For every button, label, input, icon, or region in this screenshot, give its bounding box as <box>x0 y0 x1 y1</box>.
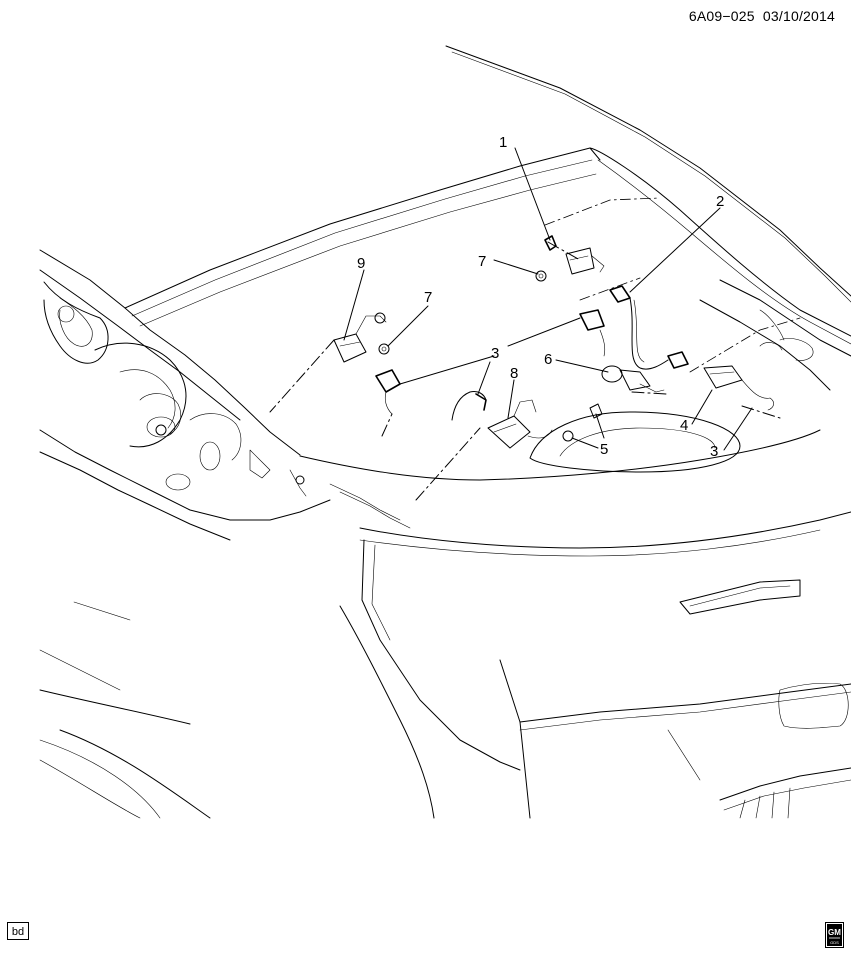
vehicle-body-linework <box>39 45 851 819</box>
callout-6: 6 <box>544 351 552 368</box>
callouts: 1 2 3 3 4 5 6 7 7 8 9 <box>357 134 724 460</box>
gm-logo-text: GM <box>828 928 841 937</box>
component-3-connector-left <box>375 369 401 415</box>
callout-9: 9 <box>357 255 365 272</box>
diagram-date: 03/10/2014 <box>762 8 835 24</box>
callout-3-right: 3 <box>710 443 718 460</box>
component-7-nut-upper <box>535 270 547 282</box>
component-9-latch <box>333 312 387 363</box>
component-5-bolt <box>589 403 603 419</box>
component-4-module <box>703 365 774 411</box>
diagram-header: 6A09−025 03/10/2014 <box>689 8 835 24</box>
component-1-sensor <box>544 235 605 275</box>
diagram-code: 6A09−025 <box>688 8 755 24</box>
component-3-connector-mid <box>579 309 606 357</box>
component-3-cable-left <box>451 391 487 421</box>
callout-8: 8 <box>510 365 518 382</box>
component-6-motor <box>601 365 665 393</box>
callout-1: 1 <box>499 134 507 151</box>
component-7-nut-left <box>378 343 390 355</box>
callout-7-left: 7 <box>424 289 432 306</box>
callout-3-center: 3 <box>491 345 499 362</box>
component-2-harness <box>609 285 689 370</box>
callout-7-upper: 7 <box>478 253 486 270</box>
gm-logo-subtext: GDS <box>830 940 839 945</box>
view-badge: bd <box>7 922 29 940</box>
gm-logo-icon: GM GDS <box>825 922 844 948</box>
leader-lines <box>269 147 781 501</box>
callout-4: 4 <box>680 417 688 434</box>
callout-5: 5 <box>600 441 608 458</box>
callout-2: 2 <box>716 193 724 210</box>
component-8-actuator <box>487 399 574 449</box>
